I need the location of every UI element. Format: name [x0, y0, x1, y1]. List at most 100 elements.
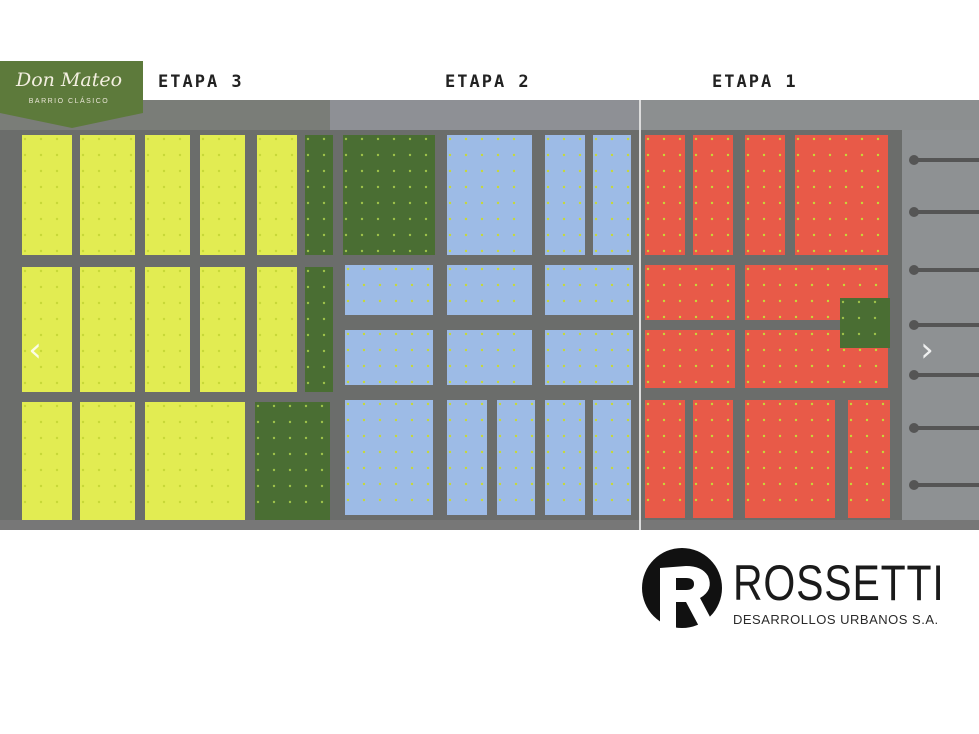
lot-marker [178, 217, 182, 221]
lot-marker [646, 185, 650, 189]
lot-marker [710, 249, 714, 253]
lot-marker [55, 468, 59, 472]
cul-de-sac-end [909, 207, 919, 217]
lot-marker [610, 482, 614, 486]
lot-marker [23, 185, 27, 189]
lot-marker [694, 201, 698, 205]
lot-marker [610, 169, 614, 173]
lot-marker [113, 201, 117, 205]
lot-marker [626, 283, 630, 287]
lot-marker [678, 315, 682, 319]
lot-marker [610, 185, 614, 189]
lot-marker [842, 267, 846, 271]
lot-marker [129, 349, 133, 353]
lot-marker [762, 364, 766, 368]
lot-marker [646, 498, 650, 502]
lot-marker [562, 418, 566, 422]
lot-marker [496, 233, 500, 237]
lot-marker [810, 299, 814, 303]
lot-marker [448, 299, 452, 303]
lot-marker [646, 380, 650, 384]
lot-marker [256, 420, 260, 424]
lot-marker [546, 169, 550, 173]
lot-block [257, 135, 297, 255]
lot-marker [394, 380, 398, 384]
lot-marker [304, 404, 308, 408]
lot-marker [710, 364, 714, 368]
lot-marker [828, 233, 832, 237]
lot-marker [448, 217, 452, 221]
lot-marker [546, 233, 550, 237]
lot-marker [424, 217, 428, 221]
lot-marker [826, 348, 830, 352]
lot-marker [610, 466, 614, 470]
lot-marker [146, 436, 150, 440]
lot-marker [546, 466, 550, 470]
lot-marker [410, 434, 414, 438]
lot-marker [876, 201, 880, 205]
lot-marker [662, 283, 666, 287]
lot-marker [97, 365, 101, 369]
rossetti-r-mark-icon [642, 548, 722, 632]
lot-marker [794, 380, 798, 384]
lot-block [80, 402, 135, 520]
lot-marker [322, 317, 326, 321]
rossetti-logo: ROSSETTI DESARROLLOS URBANOS S.A. [630, 540, 970, 640]
lot-marker [448, 380, 452, 384]
logo-badge-shape [0, 61, 143, 128]
lot-marker [610, 153, 614, 157]
lot-marker [762, 332, 766, 336]
lot-marker [306, 381, 310, 385]
lot-marker [178, 484, 182, 488]
lot-marker [23, 365, 27, 369]
lot-marker [81, 452, 85, 456]
lot-marker [162, 484, 166, 488]
lot-marker [512, 185, 516, 189]
lot-marker [594, 498, 598, 502]
lot-marker [546, 201, 550, 205]
lot-marker [201, 137, 205, 141]
carousel-next-arrow-icon[interactable]: › [920, 330, 934, 370]
lot-marker [828, 169, 832, 173]
lot-marker [162, 381, 166, 385]
lot-marker [678, 402, 682, 406]
lot-marker [726, 249, 730, 253]
lot-marker [146, 217, 150, 221]
cul-de-sac-street [912, 210, 979, 214]
lot-marker [662, 217, 666, 221]
lot-marker [376, 217, 380, 221]
lot-marker [322, 249, 326, 253]
lot-marker [778, 299, 782, 303]
lot-marker [194, 468, 198, 472]
lot-marker [233, 217, 237, 221]
lot-marker [81, 484, 85, 488]
lot-marker [129, 404, 133, 408]
lot-marker [578, 418, 582, 422]
lot-marker [562, 299, 566, 303]
lot-marker [678, 249, 682, 253]
lot-marker [226, 452, 230, 456]
lot-marker [812, 185, 816, 189]
lot-marker [562, 380, 566, 384]
lot-marker [480, 283, 484, 287]
lot-marker [810, 267, 814, 271]
lot-marker [146, 285, 150, 289]
lot-marker [464, 434, 468, 438]
carousel-prev-arrow-icon[interactable]: ‹ [28, 330, 42, 370]
lot-marker [304, 500, 308, 504]
lot-marker [841, 316, 845, 320]
lot-block [257, 267, 297, 392]
lot-marker [496, 380, 500, 384]
lot-marker [378, 267, 382, 271]
lot-marker [678, 169, 682, 173]
lot-marker [226, 468, 230, 472]
lot-marker [274, 317, 278, 321]
road-strip-top-right [640, 100, 979, 130]
lot-marker [562, 450, 566, 454]
lot-marker [39, 285, 43, 289]
lot-marker [362, 348, 366, 352]
lot-marker [562, 185, 566, 189]
lot-marker [626, 450, 630, 454]
lot-marker [514, 402, 518, 406]
lot-marker [610, 348, 614, 352]
